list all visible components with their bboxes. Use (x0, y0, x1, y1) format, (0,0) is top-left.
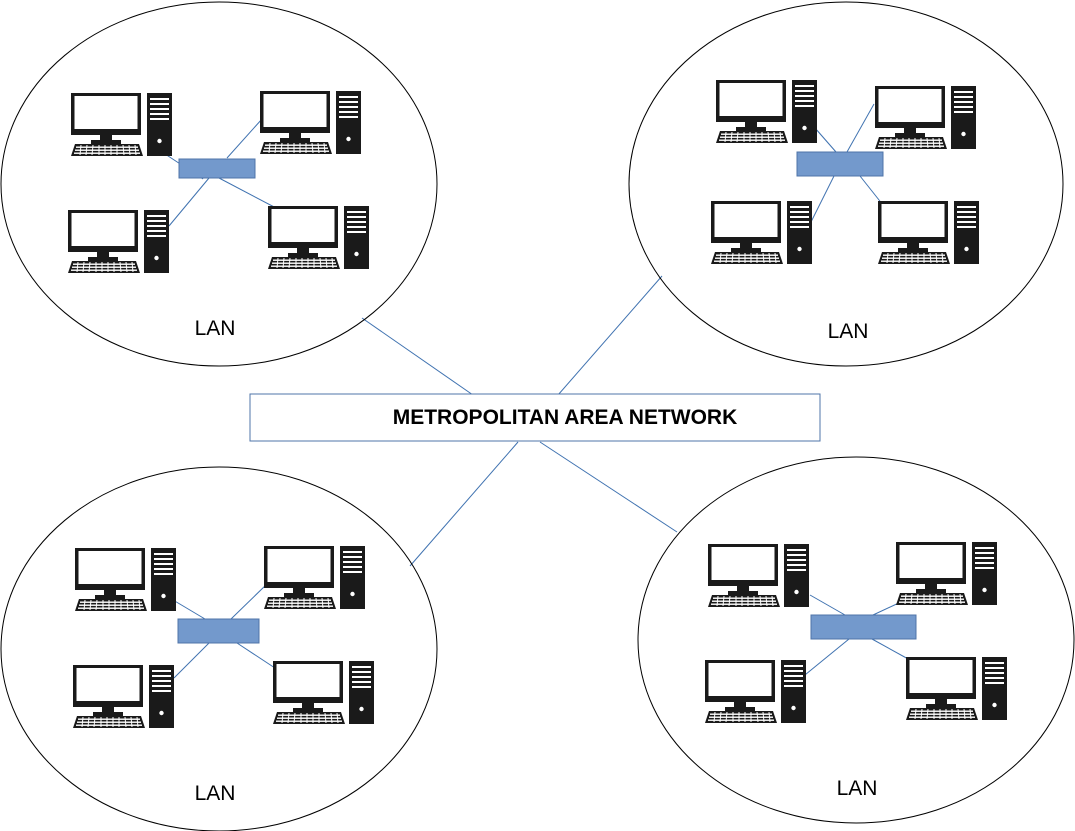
link-lan3-man (409, 441, 519, 567)
lan-top-right: LAN (628, 1, 1064, 367)
man-box: METROPOLITAN AREA NETWORK (249, 393, 821, 442)
desktop-computer-icon (895, 541, 998, 606)
lan-boundary (0, 1, 438, 367)
switch-icon (796, 151, 884, 177)
desktop-computer-icon (905, 656, 1008, 721)
desktop-computer-icon (707, 543, 810, 608)
lan-top-left: LAN (0, 1, 438, 367)
lan-label: LAN (195, 782, 236, 805)
lan-bottom-left: LAN (0, 466, 438, 831)
desktop-computer-icon (874, 85, 977, 150)
lan-boundary (637, 456, 1075, 824)
lan-bottom-right: LAN (637, 456, 1075, 824)
desktop-computer-icon (70, 92, 173, 157)
desktop-computer-icon (877, 200, 980, 265)
lan-label: LAN (828, 320, 869, 343)
switch-icon (178, 158, 256, 179)
man-title: METROPOLITAN AREA NETWORK (393, 406, 738, 429)
switch-icon (810, 614, 917, 640)
desktop-computer-icon (74, 547, 177, 612)
desktop-computer-icon (263, 545, 366, 610)
desktop-computer-icon (267, 205, 370, 270)
desktop-computer-icon (67, 209, 170, 274)
lan-boundary (0, 466, 438, 831)
desktop-computer-icon (710, 200, 813, 265)
man-links (361, 275, 678, 567)
lan-label: LAN (837, 777, 878, 800)
link-lan1-man (361, 317, 474, 396)
desktop-computer-icon (704, 659, 807, 724)
link-lan2-man (557, 275, 663, 396)
link-lan4-man (539, 441, 678, 533)
desktop-computer-icon (715, 79, 818, 144)
switch-icon (177, 618, 260, 644)
desktop-computer-icon (272, 660, 375, 725)
desktop-computer-icon (72, 664, 175, 729)
lan-label: LAN (195, 317, 236, 340)
desktop-computer-icon (259, 90, 362, 155)
lan-boundary (628, 1, 1064, 367)
